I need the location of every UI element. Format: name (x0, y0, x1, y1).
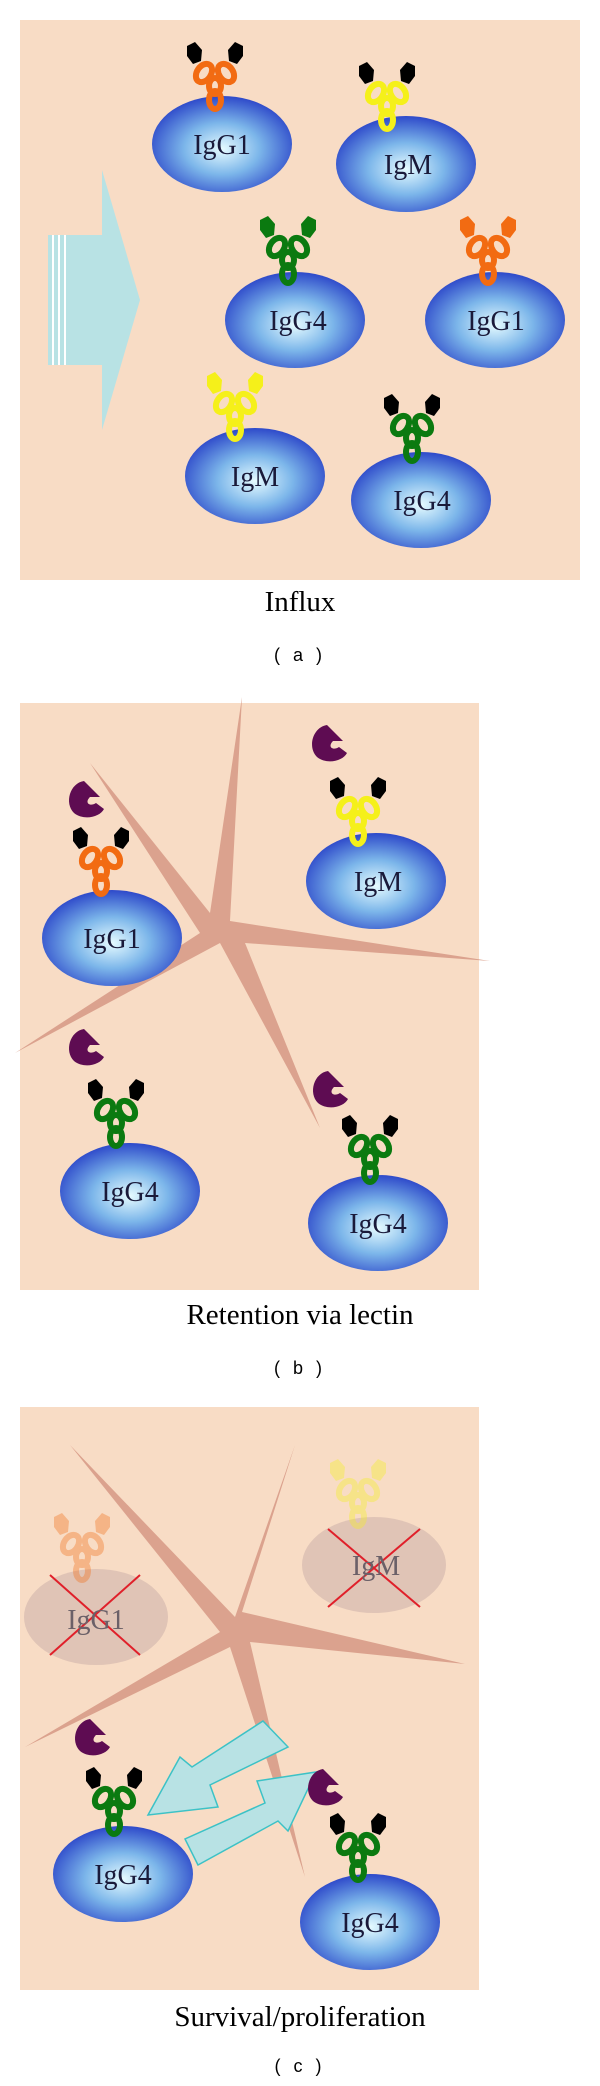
panel-a-label: ( a ) (273, 645, 326, 665)
cell-igg4 (351, 452, 491, 548)
lectin-icon (69, 1029, 104, 1066)
cell-igm (185, 428, 325, 524)
antibody-green-icon (88, 1079, 144, 1149)
antibody-green-icon (260, 216, 316, 286)
cell-igg4 (308, 1175, 448, 1271)
cell-label: IgG4 (269, 306, 327, 337)
antibody-green-icon (384, 394, 440, 464)
cell-label: IgG4 (349, 1209, 407, 1240)
cell-label: IgG1 (67, 1605, 125, 1636)
cell-label: IgG1 (83, 924, 141, 955)
cell-igg4 (225, 272, 365, 368)
panel-b-label: ( b ) (273, 1358, 326, 1378)
panel-a-diagram: IgG1 IgM IgG4 IgG1 IgM IgG4 (48, 42, 565, 548)
panel-a: IgG1 IgM IgG4 IgG1 IgM IgG4 (20, 20, 580, 580)
antibody-yellow-icon (330, 777, 386, 847)
stromal-cell-icon (25, 1445, 465, 1877)
cell-label: IgM (354, 867, 402, 898)
cell-label: IgG4 (101, 1177, 159, 1208)
antibody-yellow-icon (330, 1459, 386, 1529)
cell-igm-dead (302, 1517, 446, 1613)
panel-b: IgG1 IgM IgG4 IgG4 (15, 697, 490, 1290)
antibody-yellow-icon (359, 62, 415, 132)
panel-b-diagram: IgG1 IgM IgG4 IgG4 (15, 697, 490, 1271)
antibody-orange-icon (73, 827, 129, 897)
panel-c: IgG1 IgM IgG4 IgG4 (20, 1407, 479, 1990)
cell-igm (306, 833, 446, 929)
cell-igg1 (152, 96, 292, 192)
antibody-orange-icon (460, 216, 516, 286)
cell-label: IgG1 (467, 306, 525, 337)
cell-label: IgM (384, 150, 432, 181)
cell-igg4 (53, 1826, 193, 1922)
cell-label: IgG1 (193, 130, 251, 161)
panel-c-label: ( c ) (274, 2056, 326, 2076)
red-cross-icon (49, 1574, 141, 1656)
antibody-orange-icon (54, 1513, 110, 1583)
red-cross-icon (327, 1528, 421, 1608)
antibody-yellow-icon (207, 372, 263, 442)
lectin-icon (312, 725, 347, 762)
panel-c-diagram: IgG1 IgM IgG4 IgG4 (24, 1445, 465, 1970)
cell-label: IgM (231, 462, 279, 493)
panel-b-caption: Retention via lectin (186, 1299, 414, 1331)
influx-arrow-icon (48, 170, 140, 430)
cell-igm (336, 116, 476, 212)
panel-a-caption: Influx (264, 586, 336, 618)
lectin-icon (69, 781, 104, 818)
lectin-icon (313, 1071, 348, 1108)
antibody-green-icon (86, 1767, 142, 1837)
lectin-icon (308, 1769, 343, 1806)
cell-label: IgG4 (341, 1908, 399, 1939)
cell-igg4 (300, 1874, 440, 1970)
cell-label: IgM (352, 1551, 400, 1582)
antibody-orange-icon (187, 42, 243, 112)
lectin-icon (75, 1719, 110, 1756)
proliferation-arrow-icon (146, 1720, 318, 1867)
antibody-green-icon (342, 1115, 398, 1185)
cell-label: IgG4 (393, 486, 451, 517)
panel-c-caption: Survival/proliferation (174, 2001, 426, 2033)
antibody-green-icon (330, 1813, 386, 1883)
cell-igg1 (425, 272, 565, 368)
cell-igg4 (60, 1143, 200, 1239)
cell-label: IgG4 (94, 1860, 152, 1891)
cell-igg1 (42, 890, 182, 986)
